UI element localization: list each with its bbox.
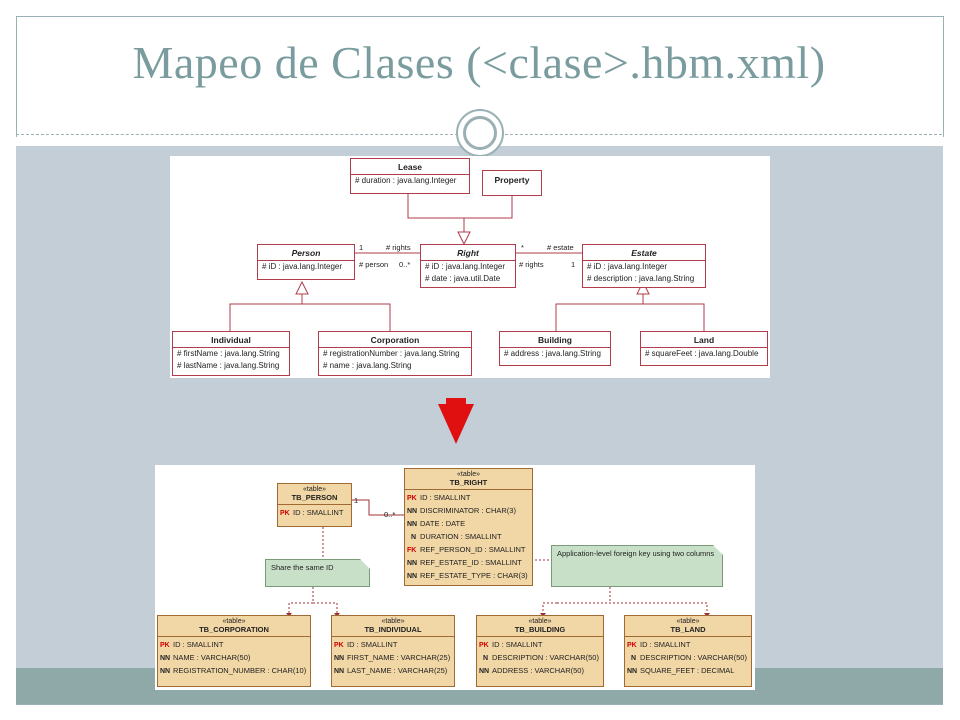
- class-diagram: Lease # duration : java.lang.Integer Pro…: [170, 156, 770, 378]
- class-person: Person # iD : java.lang.Integer: [257, 244, 355, 280]
- multiplicity-label: 0..*: [384, 510, 396, 519]
- table-name: TB_INDIVIDUAL: [332, 625, 454, 637]
- table-name: TB_PERSON: [278, 493, 351, 505]
- schema-diagram-connectors: [286, 499, 710, 617]
- note-text: Application-level foreign key using two …: [557, 549, 715, 558]
- class-right-attr: # iD : java.lang.Integer: [425, 262, 506, 271]
- class-corporation-attr: # name : java.lang.String: [323, 361, 412, 370]
- class-lease-attr: # duration : java.lang.Integer: [355, 176, 457, 185]
- class-right-attr: # date : java.util.Date: [425, 274, 501, 283]
- class-estate: Estate # iD : java.lang.Integer # descri…: [582, 244, 706, 288]
- note-text: Share the same ID: [271, 563, 334, 572]
- class-corporation-attr: # registrationNumber : java.lang.String: [323, 349, 460, 358]
- class-property-name: Property: [494, 175, 530, 185]
- multiplicity-label: 0..*: [399, 260, 411, 269]
- class-individual-attr: # firstName : java.lang.String: [177, 349, 280, 358]
- note-foreign-key: Application-level foreign key using two …: [551, 545, 723, 587]
- multiplicity-label: 1: [359, 243, 364, 252]
- class-lease-name: Lease: [351, 159, 469, 175]
- class-corporation-name: Corporation: [319, 332, 471, 348]
- class-diagram-connectors: [229, 186, 705, 331]
- class-person-attr: # iD : java.lang.Integer: [262, 262, 343, 271]
- class-land-name: Land: [641, 332, 767, 348]
- class-building-name: Building: [500, 332, 610, 348]
- slide-title: Mapeo de Clases (<clase>.hbm.xml): [132, 37, 826, 88]
- class-land-attr: # squareFeet : java.lang.Double: [645, 349, 759, 358]
- class-individual: Individual # firstName : java.lang.Strin…: [172, 331, 290, 376]
- multiplicity-label: 1: [571, 260, 576, 269]
- class-estate-attr: # iD : java.lang.Integer: [587, 262, 668, 271]
- role-label: # estate: [547, 243, 574, 252]
- table-stereotype: «table»: [222, 618, 246, 625]
- class-individual-attr: # lastName : java.lang.String: [177, 361, 280, 370]
- table-stereotype: «table»: [528, 618, 552, 625]
- class-building-attr: # address : java.lang.String: [504, 349, 601, 358]
- table-stereotype: «table»: [676, 618, 700, 625]
- role-label: # rights: [386, 243, 411, 252]
- class-property: Property: [482, 170, 542, 196]
- class-building: Building # address : java.lang.String: [499, 331, 611, 366]
- class-lease: Lease # duration : java.lang.Integer: [350, 158, 470, 194]
- table-name: TB_RIGHT: [405, 478, 532, 490]
- table-stereotype: «table»: [457, 471, 480, 478]
- class-corporation: Corporation # registrationNumber : java.…: [318, 331, 472, 376]
- class-estate-attr: # description : java.lang.String: [587, 274, 695, 283]
- role-label: # rights: [519, 260, 544, 269]
- table-name: TB_CORPORATION: [158, 625, 310, 637]
- table-stereotype: «table»: [303, 486, 326, 493]
- mapping-arrow-icon: [438, 398, 474, 444]
- class-right: Right # iD : java.lang.Integer # date : …: [420, 244, 516, 288]
- table-name: TB_BUILDING: [477, 625, 603, 637]
- multiplicity-label: 1: [354, 496, 359, 505]
- role-label: # person: [359, 260, 389, 269]
- bottom-rule: [16, 704, 943, 705]
- multiplicity-label: *: [521, 243, 524, 252]
- class-individual-name: Individual: [173, 332, 289, 348]
- table-name: TB_LAND: [625, 625, 751, 637]
- class-land: Land # squareFeet : java.lang.Double: [640, 331, 768, 366]
- class-person-name: Person: [258, 245, 354, 261]
- table-stereotype: «table»: [381, 618, 405, 625]
- class-estate-name: Estate: [583, 245, 705, 261]
- ring-ornament-icon: [456, 109, 504, 157]
- class-right-name: Right: [421, 245, 515, 261]
- note-shared-id: Share the same ID: [265, 559, 370, 587]
